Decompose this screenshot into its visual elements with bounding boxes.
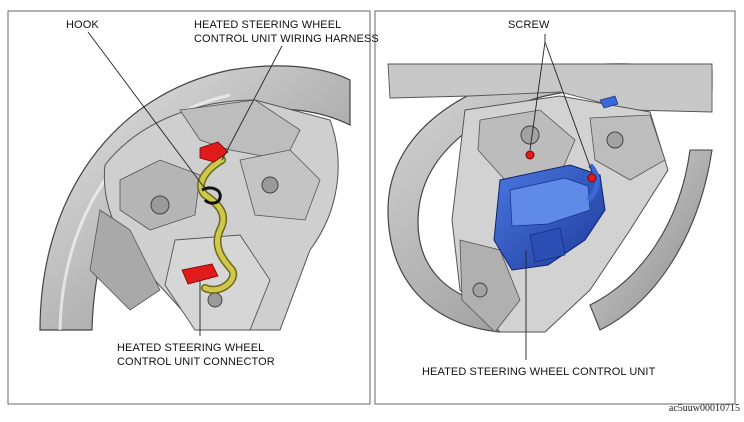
left-steering-wheel bbox=[39, 65, 351, 331]
hook-label: HOOK bbox=[66, 19, 99, 31]
screw-label: SCREW bbox=[508, 19, 550, 31]
reference-code: ac5uuw00010715 bbox=[668, 403, 740, 414]
connector-label-line1: HEATED STEERING WHEEL bbox=[117, 342, 265, 354]
right-leader-lines bbox=[525, 34, 593, 360]
harness-label-line2: CONTROL UNIT WIRING HARNESS bbox=[194, 33, 379, 45]
harness-label-line1: HEATED STEERING WHEEL bbox=[194, 19, 342, 31]
connector-label-line2: CONTROL UNIT CONNECTOR bbox=[117, 356, 275, 368]
right-steering-wheel bbox=[387, 63, 713, 333]
left-leader-lines bbox=[87, 31, 283, 336]
control-unit-label: HEATED STEERING WHEEL CONTROL UNIT bbox=[422, 366, 656, 378]
